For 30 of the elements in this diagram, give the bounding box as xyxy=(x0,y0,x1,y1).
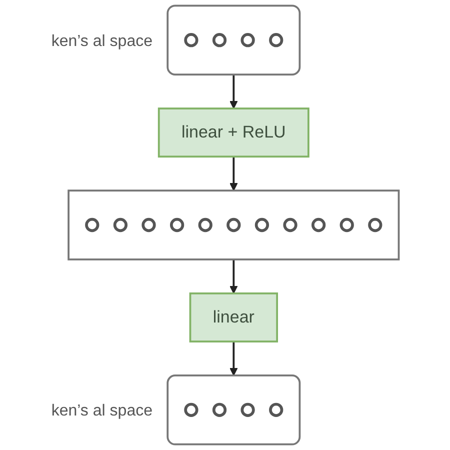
neuron-circle xyxy=(212,402,227,417)
neuron-circle xyxy=(240,402,255,417)
neuron-circle xyxy=(184,402,198,417)
neuron-circle xyxy=(254,218,270,232)
neuron-circle xyxy=(283,218,298,232)
neuron-circle xyxy=(269,33,284,48)
arrow xyxy=(230,342,238,376)
layer-box: linear xyxy=(189,292,278,342)
vector-box xyxy=(166,374,301,446)
neuron-circle xyxy=(85,218,100,232)
neuron-circle xyxy=(269,402,284,417)
neuron-circle xyxy=(212,33,227,48)
neuron-circle xyxy=(340,218,354,232)
neuron-circle xyxy=(184,33,198,48)
hidden-layer-box xyxy=(68,190,400,260)
neuron-circle xyxy=(311,218,326,232)
neuron-circle xyxy=(113,218,128,232)
arrow xyxy=(230,74,238,109)
neuron-circle xyxy=(240,33,255,48)
side-caption: ken’s al space xyxy=(51,402,153,420)
neuron-circle xyxy=(142,218,156,232)
neuron-circle xyxy=(368,218,382,232)
neuron-circle xyxy=(226,218,241,232)
neuron-circle xyxy=(170,218,184,232)
layer-box: linear + ReLU xyxy=(158,108,310,158)
arrow xyxy=(230,259,238,294)
neuron-circle xyxy=(198,218,212,232)
side-caption: ken’s al space xyxy=(51,32,153,50)
arrow xyxy=(230,156,238,191)
vector-box xyxy=(166,4,301,76)
